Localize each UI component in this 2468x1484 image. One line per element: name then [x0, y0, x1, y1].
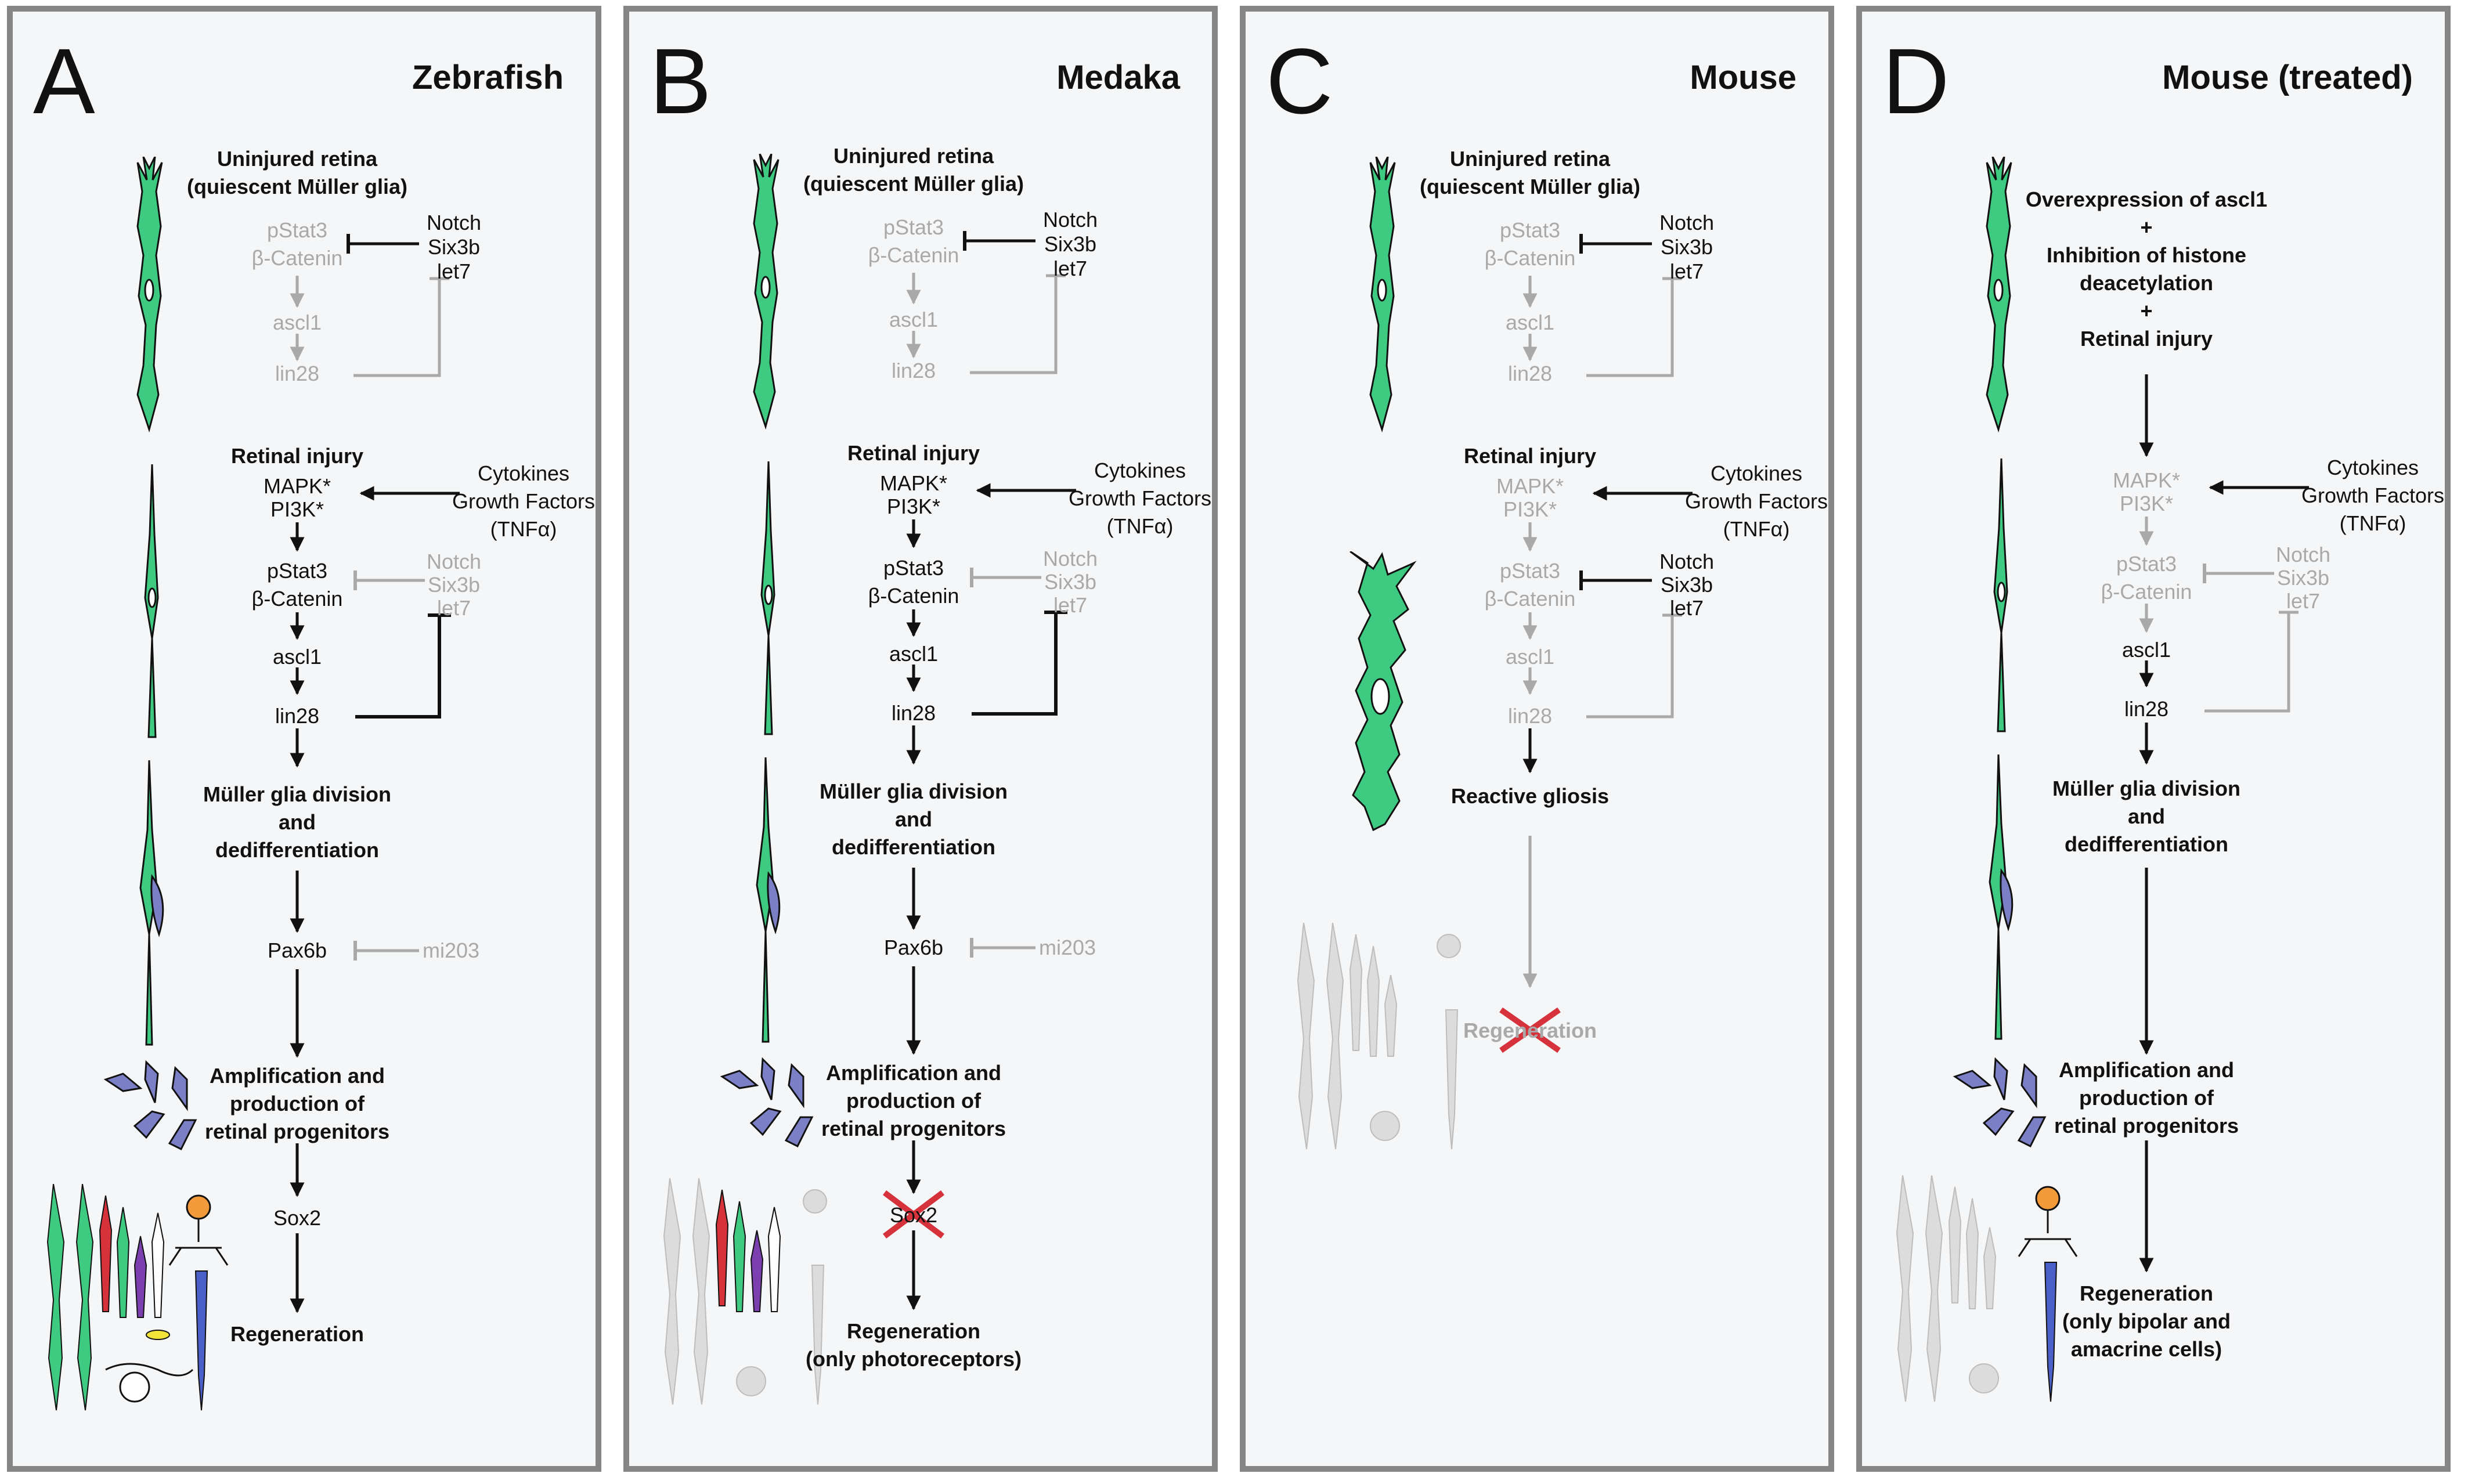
- panel-letter: C: [1266, 29, 1333, 133]
- uninjured-title: Uninjured retina(quiescent Müller glia): [1419, 147, 1641, 198]
- species-title: Medaka: [1056, 59, 1180, 96]
- ascl1-label: ascl1: [1505, 310, 1555, 334]
- mapk-pi3k: MAPK*PI3K*: [2112, 468, 2181, 515]
- injury-title: Retinal injury: [230, 444, 364, 468]
- sox2-label: Sox2: [273, 1206, 322, 1230]
- retinal-neurons-icon: [663, 1178, 827, 1405]
- progenitor-cells-icon: [720, 1057, 814, 1148]
- ascl1-active: ascl1: [1505, 645, 1555, 669]
- lin28-label: lin28: [891, 359, 936, 382]
- red-x-icon: [883, 1190, 944, 1239]
- reactive-glia-icon: [1350, 551, 1417, 832]
- pax6b-label: Pax6b: [883, 936, 944, 959]
- retinal-neurons-icon: [1896, 1175, 2078, 1402]
- pathway-lines-b: [883, 231, 1076, 1310]
- retinal-neurons-icon: [1297, 923, 1461, 1150]
- pathway-lines-a: [290, 234, 460, 1313]
- panel-d: D Mouse (treated) Overexpression of ascl…: [1856, 6, 2451, 1472]
- muller-glia-icon: [1986, 157, 2012, 433]
- mi203-label: mi203: [422, 938, 480, 962]
- panel-c: C Mouse Uninjured retina(quiescent Mülle…: [1240, 6, 1834, 1472]
- progenitor-cells-icon: [1953, 1057, 2047, 1148]
- lin28-active: lin28: [1507, 704, 1553, 728]
- panel-letter: B: [650, 29, 712, 133]
- dividing-glia-icon: [139, 760, 164, 1046]
- ascl1-active: ascl1: [272, 645, 322, 669]
- muller-glia-icon: [753, 154, 780, 430]
- ascl1-active: ascl1: [2121, 638, 2171, 662]
- mi203-label: mi203: [1038, 936, 1096, 959]
- lin28-active: lin28: [275, 704, 320, 728]
- muller-glia-icon: [136, 157, 163, 433]
- ascl1-active: ascl1: [889, 642, 939, 666]
- ascl1-label: ascl1: [889, 308, 939, 331]
- dividing-glia-icon: [756, 757, 781, 1043]
- pathway-lines-c: [1499, 234, 1693, 1053]
- panel-letter: D: [1882, 29, 1950, 133]
- uninjured-title: Uninjured retina(quiescent Müller glia): [803, 144, 1024, 196]
- species-title: Zebrafish: [412, 59, 564, 96]
- red-x-icon: [1499, 1007, 1561, 1053]
- species-title: Mouse: [1690, 59, 1796, 96]
- species-title: Mouse (treated): [2162, 59, 2413, 96]
- mapk-pi3k: MAPK*PI3K*: [263, 474, 331, 521]
- muller-glia-icon: [144, 464, 159, 738]
- sox2-label: Sox2: [889, 1203, 938, 1227]
- injury-title: Retinal injury: [1463, 444, 1597, 468]
- mapk-pi3k: MAPK*PI3K*: [1496, 474, 1564, 521]
- ascl1-label: ascl1: [272, 310, 322, 334]
- outcome: Regeneration(only photoreceptors): [805, 1319, 1022, 1371]
- panel-letter: A: [33, 29, 95, 133]
- uninjured-title: Uninjured retina(quiescent Müller glia): [186, 147, 408, 198]
- treatment: Overexpression of ascl1 + Inhibition of …: [2025, 187, 2268, 351]
- panel-b: B Medaka Uninjured retina(quiescent Müll…: [623, 6, 1218, 1472]
- muller-glia-icon: [1993, 458, 2008, 732]
- progenitor-cells-icon: [103, 1060, 197, 1151]
- pathway-lines-d: [2139, 374, 2309, 1273]
- pax6b-label: Pax6b: [267, 938, 327, 962]
- dividing-glia-icon: [1989, 754, 2014, 1040]
- gliosis-title: Reactive gliosis: [1451, 784, 1610, 808]
- injury-title: Retinal injury: [847, 441, 980, 465]
- muller-glia-icon: [1369, 157, 1396, 433]
- outcome: Regeneration: [230, 1322, 365, 1346]
- muller-glia-icon: [760, 461, 775, 735]
- lin28-active: lin28: [2124, 697, 2169, 721]
- lin28-label: lin28: [275, 362, 320, 385]
- lin28-label: lin28: [1507, 362, 1553, 385]
- outcome: Regeneration: [1463, 1019, 1597, 1042]
- mapk-pi3k: MAPK*PI3K*: [879, 471, 948, 518]
- panel-a: A Zebrafish Uninjured retina(quiescent M…: [7, 6, 601, 1472]
- lin28-active: lin28: [891, 701, 936, 725]
- retinal-neurons-icon: [46, 1184, 229, 1411]
